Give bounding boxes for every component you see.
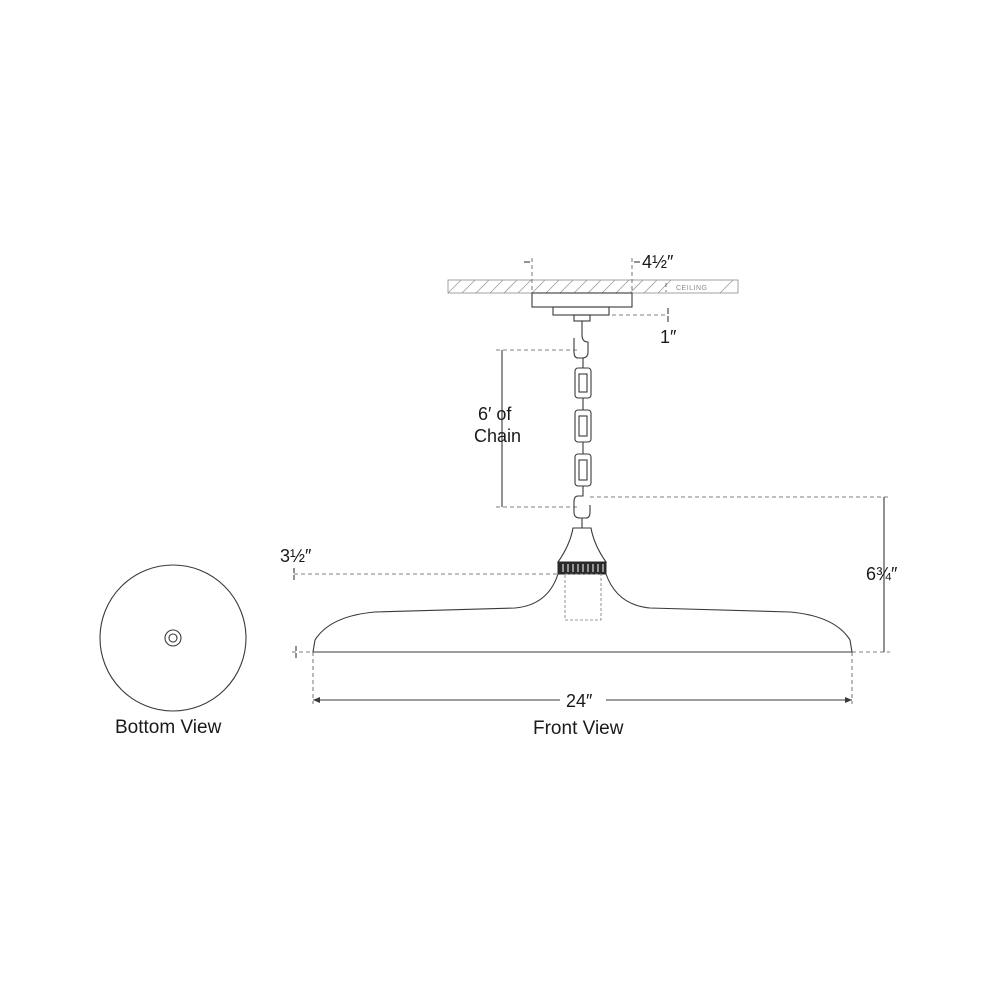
canopy-width-dimension: 4½″ — [524, 252, 674, 293]
canopy-width-label: 4½″ — [642, 252, 674, 272]
ceiling: CEILING — [447, 279, 739, 294]
canopy-height-label: 1″ — [660, 327, 677, 347]
bottom-view-caption: Bottom View — [115, 717, 222, 738]
chain-label-line1: 6′ of — [478, 404, 512, 424]
socket-height-dimension: 3½″ — [280, 546, 558, 580]
canopy-height-dimension: 1″ — [612, 308, 677, 347]
overall-height-label: 6¾″ — [866, 564, 898, 584]
socket-height-label: 3½″ — [280, 546, 312, 566]
ceiling-hatch — [447, 279, 734, 294]
socket — [556, 527, 608, 621]
front-view-caption: Front View — [533, 718, 624, 739]
ceiling-label: CEILING — [676, 285, 708, 292]
bottom-view — [99, 564, 247, 712]
shade-width-dimension: 24″ — [312, 652, 853, 712]
rim-tick — [292, 646, 313, 658]
shade — [312, 573, 853, 653]
chain-length-dimension: 6′ of Chain — [474, 349, 578, 508]
chain — [573, 321, 592, 528]
canopy — [531, 292, 633, 322]
overall-height-dimension: 6¾″ — [590, 496, 898, 653]
chain-label-line2: Chain — [474, 426, 521, 446]
shade-width-label: 24″ — [566, 691, 593, 711]
